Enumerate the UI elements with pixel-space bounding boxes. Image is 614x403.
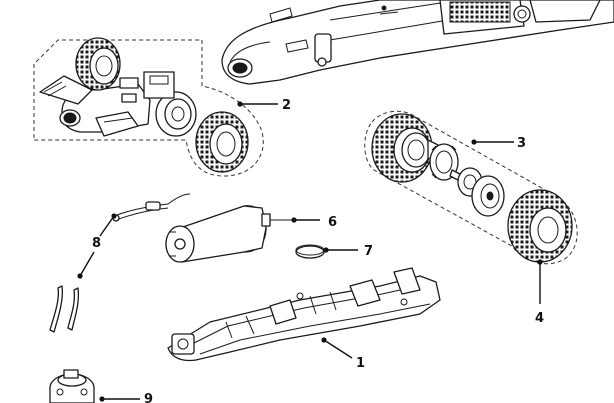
lead-wires-icon: [49, 193, 191, 333]
callout-2: 2: [282, 98, 291, 113]
callout-4: 4: [535, 311, 544, 326]
chassis-frame-icon: [167, 267, 441, 362]
front-tyre-right-icon: [195, 111, 249, 173]
rear-hub-right-icon: [471, 175, 505, 217]
callout-7: 7: [364, 244, 373, 259]
dashed-enclosure-3: [364, 110, 578, 265]
callout-3: 3: [517, 136, 526, 151]
electric-motor-icon: [165, 205, 296, 263]
dashed-enclosure-2: [33, 39, 264, 177]
front-tyre-left-icon: [75, 37, 121, 91]
callout-6: 6: [328, 215, 337, 230]
front-axle-group: [33, 37, 264, 177]
front-wheel-hub-icon: [143, 71, 197, 137]
front-nose-icon: [39, 75, 151, 137]
car-body-icon: [221, 0, 614, 85]
callout-8: 8: [92, 236, 101, 251]
guide-blade-icon: [49, 369, 95, 403]
magnet-disc-icon: [295, 244, 325, 259]
callout-9: 9: [144, 392, 153, 403]
callout-1: 1: [356, 356, 365, 371]
rear-tyre-icon: [507, 189, 573, 263]
rear-axle-group: [364, 110, 578, 265]
